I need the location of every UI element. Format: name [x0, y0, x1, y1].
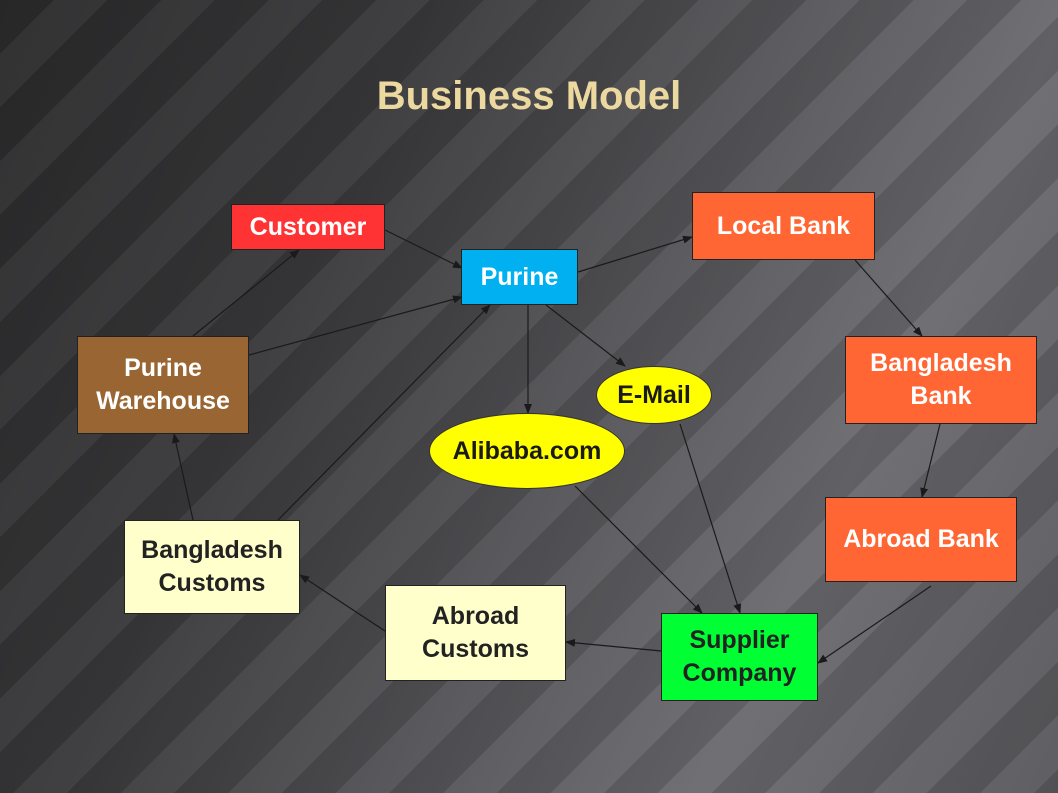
abroad-bank-node: Abroad Bank — [825, 497, 1017, 582]
edge-purine-warehouse-customer — [192, 249, 300, 337]
abroad-customs-label: Abroad Customs — [422, 602, 529, 663]
edge-purine-email — [545, 304, 626, 367]
local-bank-node: Local Bank — [692, 192, 875, 260]
edge-email-supplier-company — [679, 423, 742, 614]
local-bank-label: Local Bank — [716, 211, 851, 240]
bangladesh-customs-node: Bangladesh Customs — [124, 520, 300, 614]
edge-customer-purine — [384, 229, 463, 269]
bangladesh-bank-node: Bangladesh Bank — [845, 336, 1037, 424]
purine-label: Purine — [480, 262, 559, 291]
edge-alibaba-supplier-company — [574, 485, 703, 614]
edge-abroad-customs-bangladesh-customs — [299, 574, 386, 632]
alibaba-label: Alibaba.com — [452, 436, 602, 465]
edge-abroad-bank-supplier-company — [817, 585, 932, 664]
edge-bangladesh-bank-abroad-bank — [920, 423, 941, 498]
purine-warehouse-label: Purine Warehouse — [96, 354, 230, 415]
email-node: E-Mail — [596, 366, 712, 424]
purine-warehouse-node: Purine Warehouse — [77, 336, 249, 434]
supplier-company-node: Supplier Company — [661, 613, 818, 701]
abroad-customs-node: Abroad Customs — [385, 585, 566, 681]
edge-local-bank-bangladesh-bank — [854, 259, 923, 337]
purine-node: Purine — [461, 249, 578, 305]
bangladesh-customs-label: Bangladesh Customs — [141, 536, 283, 597]
customer-label: Customer — [249, 212, 367, 241]
edge-supplier-company-abroad-customs — [565, 638, 662, 652]
edge-bangladesh-customs-purine-warehouse — [172, 433, 194, 521]
supplier-company-label: Supplier Company — [682, 626, 797, 687]
page-title: Business Model — [376, 74, 682, 118]
email-label: E-Mail — [617, 380, 691, 409]
edge-purine-local-bank — [577, 235, 693, 273]
customer-node: Customer — [231, 204, 385, 250]
alibaba-node: Alibaba.com — [429, 413, 625, 489]
edge-purine-warehouse-purine — [248, 295, 463, 356]
abroad-bank-label: Abroad Bank — [843, 525, 999, 553]
bangladesh-bank-label: Bangladesh Bank — [870, 349, 1012, 410]
edge-bangladesh-customs-purine — [277, 304, 491, 521]
